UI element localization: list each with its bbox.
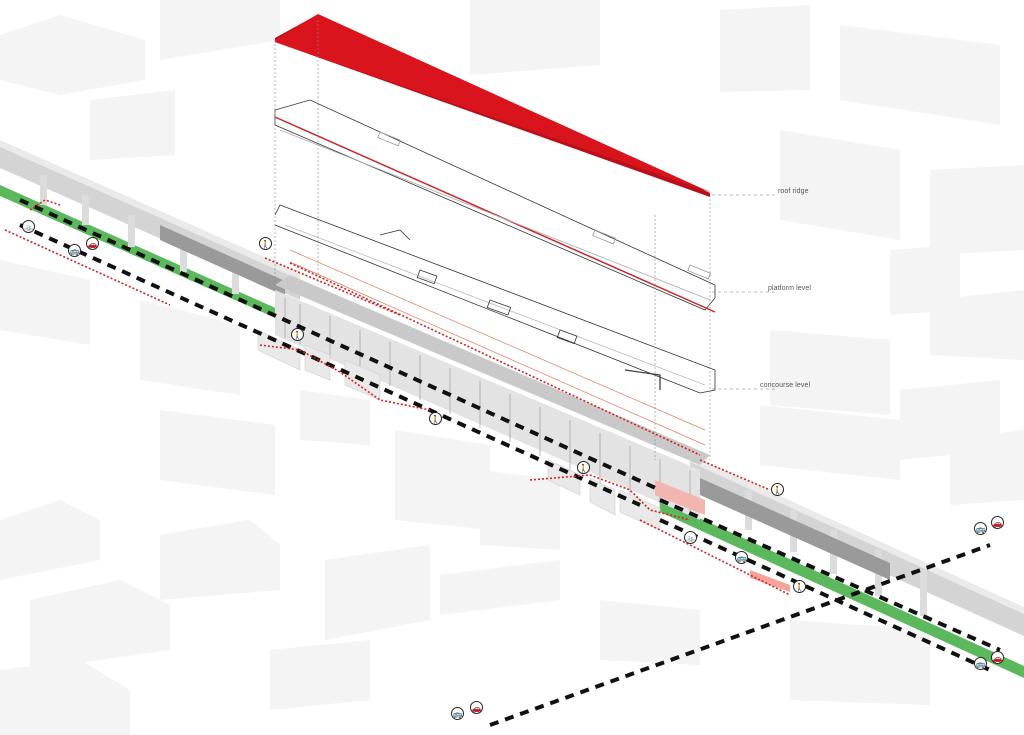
walking-person-icon: 🚶 — [793, 580, 806, 593]
walking-person-icon: 🚶 — [259, 237, 272, 250]
label-concourse-level: concourse level — [760, 382, 811, 389]
roof-ridge-layer — [275, 14, 712, 197]
projection-lines — [274, 20, 711, 460]
walking-person-icon: 🚶 — [577, 461, 590, 474]
bus-icon: 🚌 — [68, 244, 81, 257]
label-roof-ridge: roof ridge — [778, 188, 809, 195]
pedestrian-routes — [4, 199, 791, 596]
label-platform-level: platform level — [768, 285, 812, 292]
walking-person-icon: 🚶 — [771, 483, 784, 496]
car-icon: 🚗 — [991, 516, 1004, 529]
bicycle-icon: 🚲 — [22, 220, 35, 233]
bus-icon: 🚌 — [974, 522, 987, 535]
walking-person-icon: 🚶 — [291, 328, 304, 341]
bus-icon: 🚌 — [451, 707, 464, 720]
concourse-level-plan — [274, 204, 716, 394]
platform-level-plan — [274, 99, 716, 313]
bus-icon: 🚌 — [735, 551, 748, 564]
bicycle-icon: 🚲 — [684, 531, 697, 544]
level-leader-lines — [712, 194, 775, 390]
car-icon: 🚗 — [470, 701, 483, 714]
car-icon: 🚗 — [86, 237, 99, 250]
canopy-support-lines — [289, 249, 706, 446]
bus-icon: 🚌 — [974, 657, 987, 670]
vehicle-routes — [19, 198, 1001, 727]
walking-person-icon: 🚶 — [429, 412, 442, 425]
car-icon: 🚗 — [991, 651, 1004, 664]
station-body — [257, 275, 790, 592]
